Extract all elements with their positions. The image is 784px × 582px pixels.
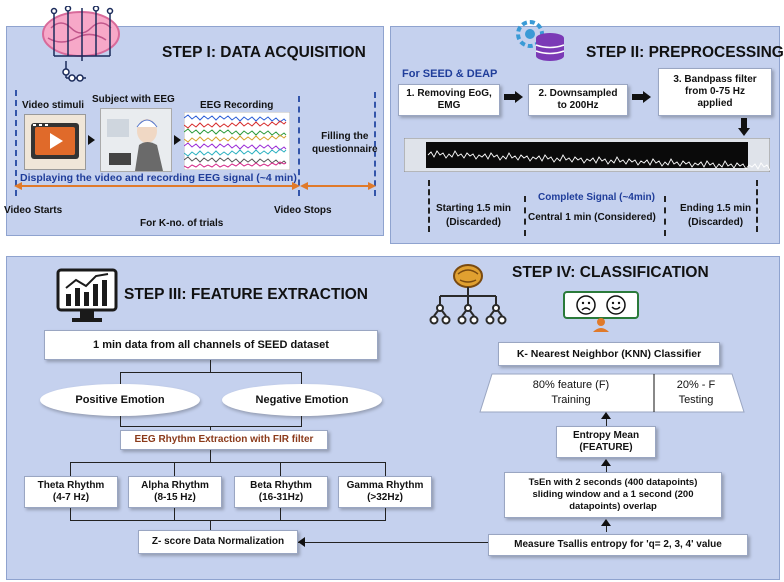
entropy-mean-box: Entropy Mean (FEATURE) <box>556 426 656 458</box>
conn-rhythm-h <box>120 426 302 427</box>
eeg-recording-label: EEG Recording <box>200 100 274 111</box>
arrow-2-3-head <box>643 91 651 103</box>
central-left-dash <box>524 196 526 236</box>
duration-arrows <box>14 182 376 190</box>
knn-box: K- Nearest Neighbor (KNN) Classifier <box>498 342 720 366</box>
conn-neg <box>301 372 302 384</box>
conn-bands-bottom <box>70 520 386 521</box>
for-seed-label: For SEED & DEAP <box>402 68 498 80</box>
starting-label: Starting 1.5 min (Discarded) <box>436 203 512 228</box>
central-label: Central 1 min (Considered) <box>528 212 656 223</box>
arrow-1-2 <box>504 94 516 100</box>
chart-monitor-icon <box>56 268 118 322</box>
conn-gamma-down <box>385 508 386 520</box>
start-dashed-line <box>15 90 17 196</box>
conn-data-down <box>210 360 211 372</box>
arrow-1-2-head <box>515 91 523 103</box>
step2-panel <box>390 26 780 244</box>
video-starts-label: Video Starts <box>4 205 63 216</box>
conn-bands-h <box>70 462 386 463</box>
conn-entropy-up <box>606 418 607 426</box>
step1-title: STEP I: DATA ACQUISITION <box>162 44 366 61</box>
subject-label: Subject with EEG <box>92 94 175 105</box>
questionnaire-label: Filling the questionnaire <box>312 131 378 155</box>
negative-emotion-ellipse: Negative Emotion <box>222 384 382 416</box>
conn-rhythm-in <box>210 426 211 430</box>
complete-signal-label: Complete Signal (~4min) <box>538 192 655 203</box>
arrow-down-stem <box>741 118 747 130</box>
conn-beta-down <box>280 508 281 520</box>
central-right-dash <box>664 196 666 236</box>
conn-tsen-up <box>606 464 607 472</box>
step2-title: STEP II: PREPROCESSING <box>586 44 784 61</box>
arrow-to-entropy <box>601 459 611 466</box>
step34-panel <box>6 256 780 580</box>
train-test-trapezoid <box>479 373 745 413</box>
emotion-faces-icon <box>563 291 639 332</box>
subject-photo <box>100 108 172 172</box>
video-player-icon <box>24 114 86 170</box>
flow-arrow-1 <box>88 135 95 145</box>
filtered-signal-strip <box>404 138 770 172</box>
beta-box: Beta Rhythm (16-31Hz) <box>234 476 328 508</box>
one-min-data-box: 1 min data from all channels of SEED dat… <box>44 330 378 360</box>
video-stops-label: Video Stops <box>274 205 332 216</box>
eeg-recording-waves <box>184 112 290 170</box>
brain-network-icon <box>429 264 507 325</box>
stop-dashed-line <box>298 96 300 196</box>
conn-alpha <box>174 462 175 476</box>
zscore-box: Z- score Data Normalization <box>138 530 298 554</box>
downsampled-box: 2. Downsampled to 200Hz <box>528 84 628 116</box>
step4-title: STEP IV: CLASSIFICATION <box>512 264 709 281</box>
conn-theta-down <box>70 508 71 520</box>
arrow-to-tsen <box>601 519 611 526</box>
conn-rhythm-down <box>210 450 211 462</box>
conn-neg-down <box>301 416 302 426</box>
conn-pos <box>120 372 121 384</box>
theta-box: Theta Rhythm (4-7 Hz) <box>24 476 118 508</box>
trials-label: For K-no. of trials <box>140 218 224 229</box>
conn-zscore-in <box>210 520 211 530</box>
gamma-box: Gamma Rhythm (>32Hz) <box>338 476 432 508</box>
removing-eog-box: 1. Removing EoG, EMG <box>398 84 500 116</box>
train-label: 80% feature (F) Training <box>532 379 610 406</box>
step3-title: STEP III: FEATURE EXTRACTION <box>124 286 368 303</box>
conn-tsallis-up <box>606 524 607 532</box>
rhythm-extraction-box: EEG Rhythm Extraction with FIR filter <box>120 430 328 450</box>
conn-theta <box>70 462 71 476</box>
displaying-label: Displaying the video and recording EEG s… <box>20 172 297 184</box>
arrow-to-trapezoid <box>601 412 611 419</box>
conn-alpha-down <box>174 508 175 520</box>
conn-beta <box>280 462 281 476</box>
tsallis-box: Measure Tsallis entropy for 'q= 2, 3, 4'… <box>488 534 748 556</box>
conn-tsallis-zscore <box>298 542 488 543</box>
arrow-down-head <box>738 128 750 136</box>
conn-pos-down <box>120 416 121 426</box>
gear-database-icon <box>516 20 565 61</box>
tsen-box: TsEn with 2 seconds (400 datapoints) sli… <box>504 472 722 518</box>
end-dashed-line <box>374 92 376 196</box>
conn-gamma <box>385 462 386 476</box>
complete-right-dash <box>756 180 758 232</box>
bandpass-box: 3. Bandpass filter from 0-75 Hz applied <box>658 68 772 116</box>
brain-circuit-icon <box>42 6 120 82</box>
arrow-2-3 <box>632 94 644 100</box>
alpha-box: Alpha Rhythm (8-15 Hz) <box>128 476 222 508</box>
test-label: 20% - F Testing <box>676 379 716 406</box>
flow-arrow-2 <box>174 135 181 145</box>
ending-label: Ending 1.5 min (Discarded) <box>680 203 752 228</box>
video-stimuli-label: Video stimuli <box>22 100 85 111</box>
complete-left-dash <box>428 180 430 232</box>
positive-emotion-ellipse: Positive Emotion <box>40 384 200 416</box>
conn-emotion-h <box>120 372 302 373</box>
conn-arrowhead-left <box>298 537 305 547</box>
